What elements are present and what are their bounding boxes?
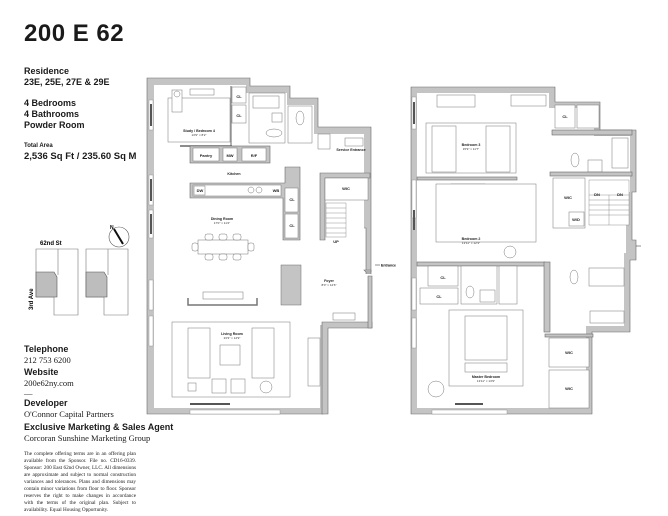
wic-label: WIC [342,186,350,191]
website-label: Website [24,367,59,377]
room-dining-label: Dining Room [211,217,233,221]
north-label: N [110,225,114,231]
room-master-dim: 13'11" × 13'9" [477,379,495,383]
wic-label: WIC [565,350,573,355]
divider: — [24,388,33,398]
lower-level-plan: Study / Bedroom 4 13'9" × 8'2" CL CL Ser… [146,77,396,415]
upper-level-plan: Bedroom 3 15'9" × 11'7" Bedroom 2 13'11"… [410,86,641,415]
room-bedroom3-label: Bedroom 3 [462,143,481,147]
total-area: Total Area 2,536 Sq Ft / 235.60 Sq M [24,143,136,162]
residence-label: Residence [24,66,70,76]
feature-bedrooms: 4 Bedrooms [24,98,77,108]
wic-label: WIC [564,195,572,200]
website-link[interactable]: 200e62ny.com [24,378,74,388]
microwave-label: MW [226,153,233,158]
key-plan: N 62nd St 3rd Ave [29,225,130,316]
unit-highlight-1 [35,271,58,298]
contact-info: Telephone 212 753 6200 Website 200e62ny.… [24,344,173,514]
room-foyer-label: Foyer [324,279,334,283]
closet-label: CL [440,275,446,280]
disclaimer: The complete offering terms are in an of… [24,451,136,513]
room-bedroom2-label: Bedroom 2 [462,237,481,241]
room-bedroom3-dim: 15'9" × 11'7" [463,147,479,151]
room-kitchen-label: Kitchen [227,172,240,176]
feature-powder: Powder Room [24,120,85,130]
unit-highlight-2 [85,271,108,298]
washer-dryer-label: W/D [572,217,580,222]
room-study-dim: 13'9" × 8'2" [191,133,206,137]
room-master-label: Master Bedroom [472,375,500,379]
stairs-down-label: DN [617,192,623,197]
residence-info: Residence 23E, 25E, 27E & 29E [24,66,110,88]
area-label: Total Area [24,143,53,149]
developer-label: Developer [24,398,68,408]
residence-units: 23E, 25E, 27E & 29E [24,77,110,87]
room-living-dim: 23'3" × 14'9" [224,336,241,340]
fridge-label: R/F [251,153,258,158]
room-bedroom2-dim: 13'11" × 12'3" [462,241,480,245]
closet-label: CL [562,114,568,119]
street-label: 62nd St [40,241,62,247]
building-title: 200 E 62 [24,20,125,47]
room-dining-dim: 17'0" × 11'2" [214,221,230,225]
telephone-label: Telephone [24,344,69,354]
north-compass: N [108,225,130,248]
avenue-label: 3rd Ave [29,288,35,310]
entrance-label: Entrance [381,264,396,268]
room-study-label: Study / Bedroom 4 [183,129,215,133]
wine-label: WB [273,188,280,193]
closet-label: CL [289,197,295,202]
agent-value: Corcoran Sunshine Marketing Group [24,433,151,443]
features-list: 4 Bedrooms 4 Bathrooms Powder Room [24,98,85,131]
closet-label: CL [436,294,442,299]
stairs-up-label: UP [333,239,339,244]
telephone-value: 212 753 6200 [24,355,71,365]
developer-value: O'Connor Capital Partners [24,409,114,419]
wic-label: WIC [565,386,573,391]
room-foyer-dim: 8'0" × 12'6" [321,283,336,287]
area-value: 2,536 Sq Ft / 235.60 Sq M [24,151,137,162]
feature-bathrooms: 4 Bathrooms [24,109,80,119]
room-living-label: Living Room [221,332,243,336]
agent-label: Exclusive Marketing & Sales Agent [24,422,174,432]
pantry-label: Pantry [200,153,213,158]
closet-label: CL [289,223,295,228]
dishwasher-label: DW [197,188,204,193]
closet-label: CL [236,94,242,99]
service-entrance-label: Service Entrance [336,148,365,152]
stairs-down-label: DN [594,192,600,197]
closet-label: CL [236,113,242,118]
